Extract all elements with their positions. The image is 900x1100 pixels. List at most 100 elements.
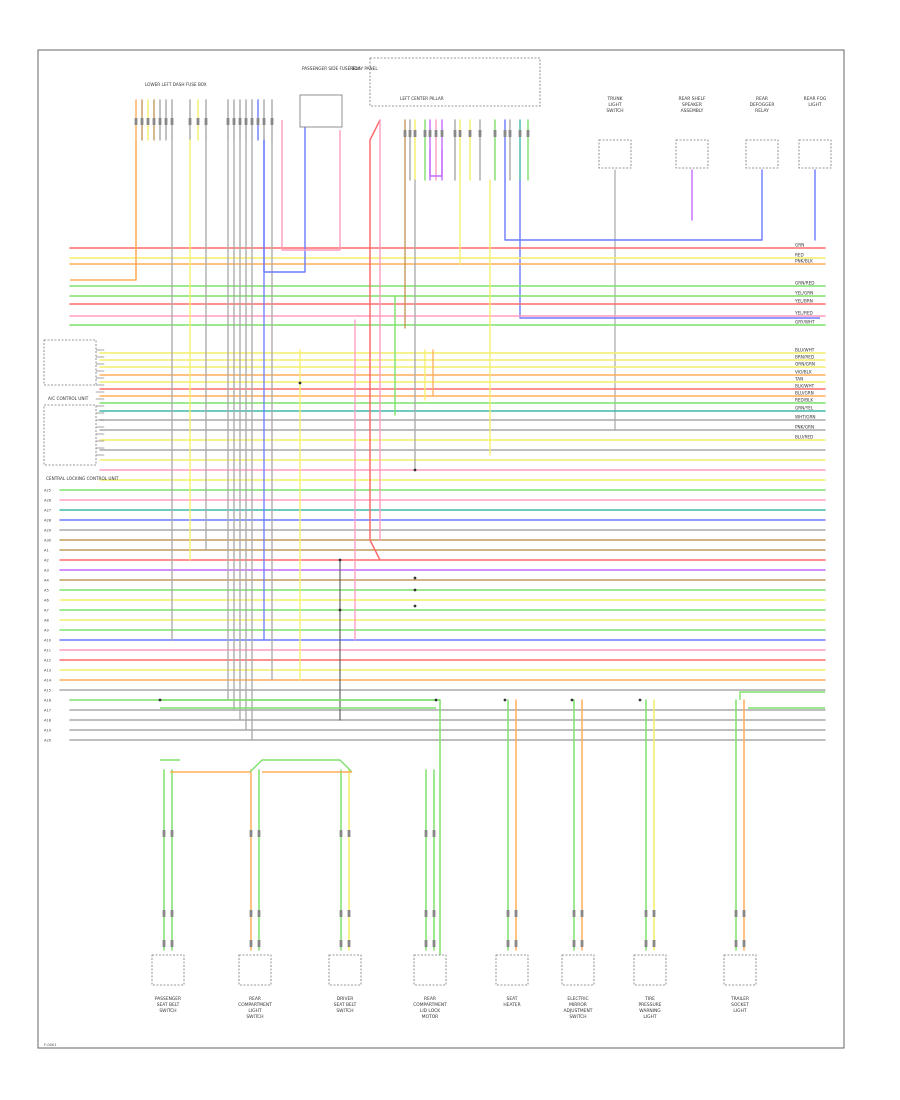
bottom-component-label-rear-compartment-light: LIGHT xyxy=(248,1008,261,1014)
bus-wire-label: VIO/BLK xyxy=(795,370,812,375)
bottom-connector xyxy=(162,910,166,917)
bottom-component-label-tire-pressure: PRESSURE xyxy=(638,1002,661,1008)
bus-wire-label: YEL/RED xyxy=(794,311,813,316)
left-pin-label: A7 xyxy=(44,609,49,613)
fuse-connector xyxy=(170,118,174,125)
bus-wire-label: TAN xyxy=(794,377,803,382)
fuse-connector xyxy=(158,118,162,125)
blu-run-2 xyxy=(519,180,820,319)
fuse-connector xyxy=(256,118,260,125)
bottom-connector xyxy=(257,940,261,947)
left-pin-label: A17 xyxy=(44,709,51,713)
bus-wire-label: BRN/RED xyxy=(795,355,814,360)
bottom-component-elec-mirror xyxy=(561,954,595,986)
fuse-connector xyxy=(270,118,274,125)
bottom-connector xyxy=(506,910,510,917)
wire-layer xyxy=(59,99,826,960)
pnk-loop xyxy=(281,120,341,251)
bottom-component-label-trailer-light: SOCKET xyxy=(731,1002,749,1008)
bottom-connector xyxy=(580,940,584,947)
left-pin-label: A5 xyxy=(44,589,49,593)
bottom-component-label-elec-mirror: SWITCH xyxy=(569,1014,586,1020)
bottom-connector xyxy=(644,910,648,917)
left-pin-label: A4 xyxy=(44,579,49,583)
top-component-label-rear-shelf: SPEAKER xyxy=(682,102,702,108)
bottom-connector xyxy=(432,910,436,917)
ac-control-unit-label: A/C CONTROL UNIT xyxy=(48,396,89,401)
left-pin-label: A25 xyxy=(44,489,51,493)
bottom-component-label-tire-pressure: TIRE xyxy=(644,996,655,1002)
center-pillar-box xyxy=(369,57,541,107)
splice-dot xyxy=(413,588,417,592)
left-pin-label: A1 xyxy=(44,549,49,553)
left-pin-label: A9 xyxy=(44,629,49,633)
left-pin-label: A15 xyxy=(44,689,51,693)
bottom-component-label-driver-belt: SEAT BELT xyxy=(334,1002,357,1008)
left-pin-label: A29 xyxy=(44,529,52,533)
left-pin-label: A16 xyxy=(44,699,52,703)
bottom-component-label-rear-compartment-lid: MOTOR xyxy=(422,1014,438,1020)
bottom-connector xyxy=(339,910,343,917)
blu-run xyxy=(504,180,762,241)
bottom-component-seat-heater xyxy=(495,954,529,986)
fuse-box-label: LOWER LEFT DASH FUSE BOX xyxy=(145,82,207,87)
diagram-frame xyxy=(37,49,845,1049)
splice-dot xyxy=(338,608,342,612)
top-component-rear-fog xyxy=(798,139,832,169)
bottom-connector xyxy=(432,940,436,947)
splice-dot xyxy=(434,698,438,702)
bottom-connector xyxy=(339,830,343,837)
bus-wire-label: RED xyxy=(795,253,804,258)
bottom-connector xyxy=(249,830,253,837)
bottom-connector xyxy=(506,940,510,947)
bottom-component-label-trailer-light: TRAILER xyxy=(730,996,749,1002)
splice-dot xyxy=(413,604,417,608)
bus-wire-label: GRN xyxy=(795,243,804,248)
left-pin-label: A10 xyxy=(44,639,52,643)
top-connector xyxy=(526,130,530,137)
bottom-feed xyxy=(160,699,441,960)
bus-wire-label: PNK/GRN xyxy=(795,425,814,430)
bus-wire-label: GRY/WHT xyxy=(795,320,815,325)
splice-dot xyxy=(298,381,302,385)
bottom-connector xyxy=(652,910,656,917)
fuse-connector xyxy=(250,118,254,125)
bottom-component-label-elec-mirror: MIRROR xyxy=(569,1002,587,1008)
bottom-connector xyxy=(170,940,174,947)
fuse-connector xyxy=(196,118,200,125)
left-pin-label: A11 xyxy=(44,649,51,653)
orn-drop xyxy=(70,140,137,281)
bottom-component-label-rear-compartment-lid: REAR xyxy=(424,996,436,1002)
top-connector xyxy=(428,130,432,137)
top-connector xyxy=(503,130,507,137)
bottom-connector xyxy=(742,910,746,917)
bottom-connector xyxy=(347,940,351,947)
bottom-connector xyxy=(257,830,261,837)
red-riser xyxy=(369,119,381,561)
bottom-connector xyxy=(572,940,576,947)
top-connector xyxy=(468,130,472,137)
bottom-connector xyxy=(170,910,174,917)
fuse-connector xyxy=(226,118,230,125)
top-component-trunk-light xyxy=(598,139,632,169)
bottom-component-label-trailer-light: LIGHT xyxy=(733,1008,746,1014)
top-connector xyxy=(458,130,462,137)
top-connector xyxy=(478,130,482,137)
bottom-connector xyxy=(249,910,253,917)
top-component-label-rear-defog: RELAY xyxy=(755,108,769,114)
top-component-label-rear-defog: REAR xyxy=(756,96,768,102)
bottom-component-label-rear-compartment-light: REAR xyxy=(249,996,261,1002)
top-connector xyxy=(493,130,497,137)
left-pin-label: A19 xyxy=(44,729,52,733)
top-module-label: PASSENGER SIDE FUSE BOX xyxy=(302,66,360,71)
blu-loop xyxy=(263,120,306,273)
top-component-label-rear-shelf: ASSEMBLY xyxy=(681,108,704,114)
bus-wire-label: BLU/WHT xyxy=(795,348,815,353)
top-module-box xyxy=(299,94,343,128)
bottom-connector xyxy=(162,940,166,947)
left-pin-label: A26 xyxy=(44,499,52,503)
top-component-label-rear-fog: LIGHT xyxy=(808,102,821,108)
bottom-component-label-rear-compartment-lid: LID LOCK xyxy=(420,1008,440,1014)
left-pin-label: A18 xyxy=(44,719,52,723)
